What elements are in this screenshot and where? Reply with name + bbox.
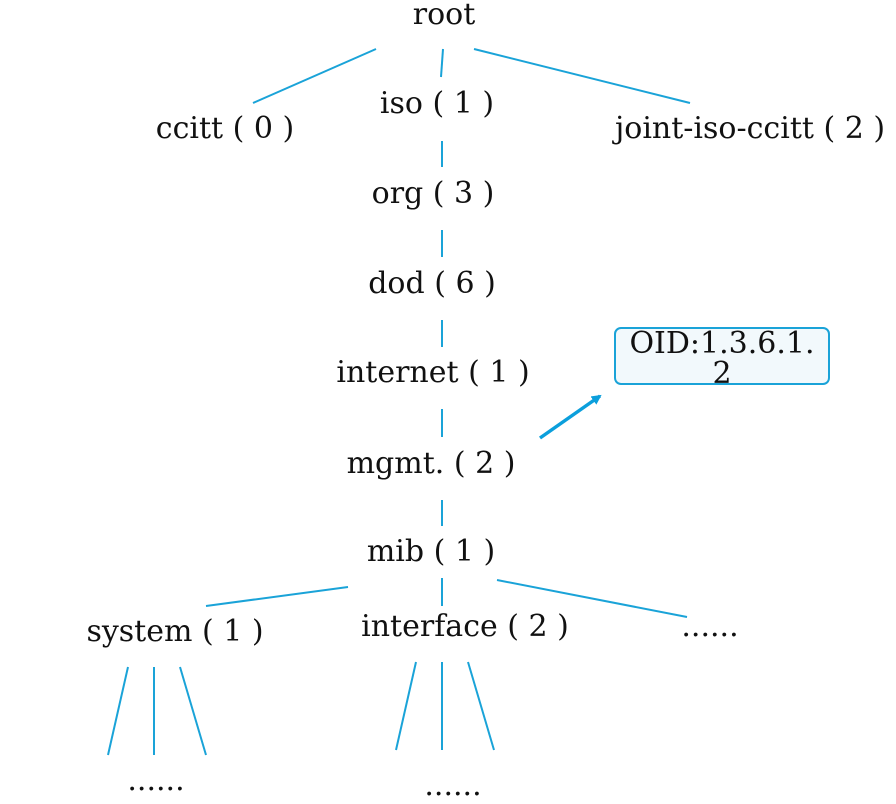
edge-mib-system — [205, 586, 349, 607]
node-system: system ( 1 ) — [86, 614, 264, 649]
edge-root-ccitt — [252, 48, 377, 104]
edge-root-joint — [473, 48, 691, 104]
edge-interface-child-1 — [395, 661, 417, 751]
edge-interface-child-3 — [467, 661, 495, 751]
edge-root-iso — [440, 48, 444, 78]
node-interface-more: ...... — [424, 768, 482, 803]
node-mgmt: mgmt. ( 2 ) — [346, 446, 516, 481]
node-dod: dod ( 6 ) — [368, 266, 496, 301]
callout-arrow — [538, 394, 602, 440]
oid-callout-box: OID:1.3.6.1. 2 — [614, 326, 830, 389]
edge-system-child-3 — [179, 666, 207, 756]
edge-mib-more — [496, 579, 688, 618]
node-mib: mib ( 1 ) — [366, 534, 496, 569]
oid-callout-line-1: OID:1.3.6.1. — [629, 326, 815, 361]
node-interface: interface ( 2 ) — [361, 609, 569, 644]
node-mib-more: ...... — [681, 609, 739, 644]
node-root: root — [412, 0, 476, 32]
node-org: org ( 3 ) — [371, 176, 495, 211]
node-ccitt: ccitt ( 0 ) — [155, 111, 295, 146]
node-system-more: ...... — [127, 763, 185, 798]
node-joint-iso-ccitt: joint-iso-ccitt ( 2 ) — [614, 111, 886, 146]
node-internet: internet ( 1 ) — [336, 355, 530, 390]
node-iso: iso ( 1 ) — [379, 86, 495, 121]
edge-system-child-1 — [107, 666, 129, 756]
oid-callout-line-2: 2 — [712, 356, 732, 391]
